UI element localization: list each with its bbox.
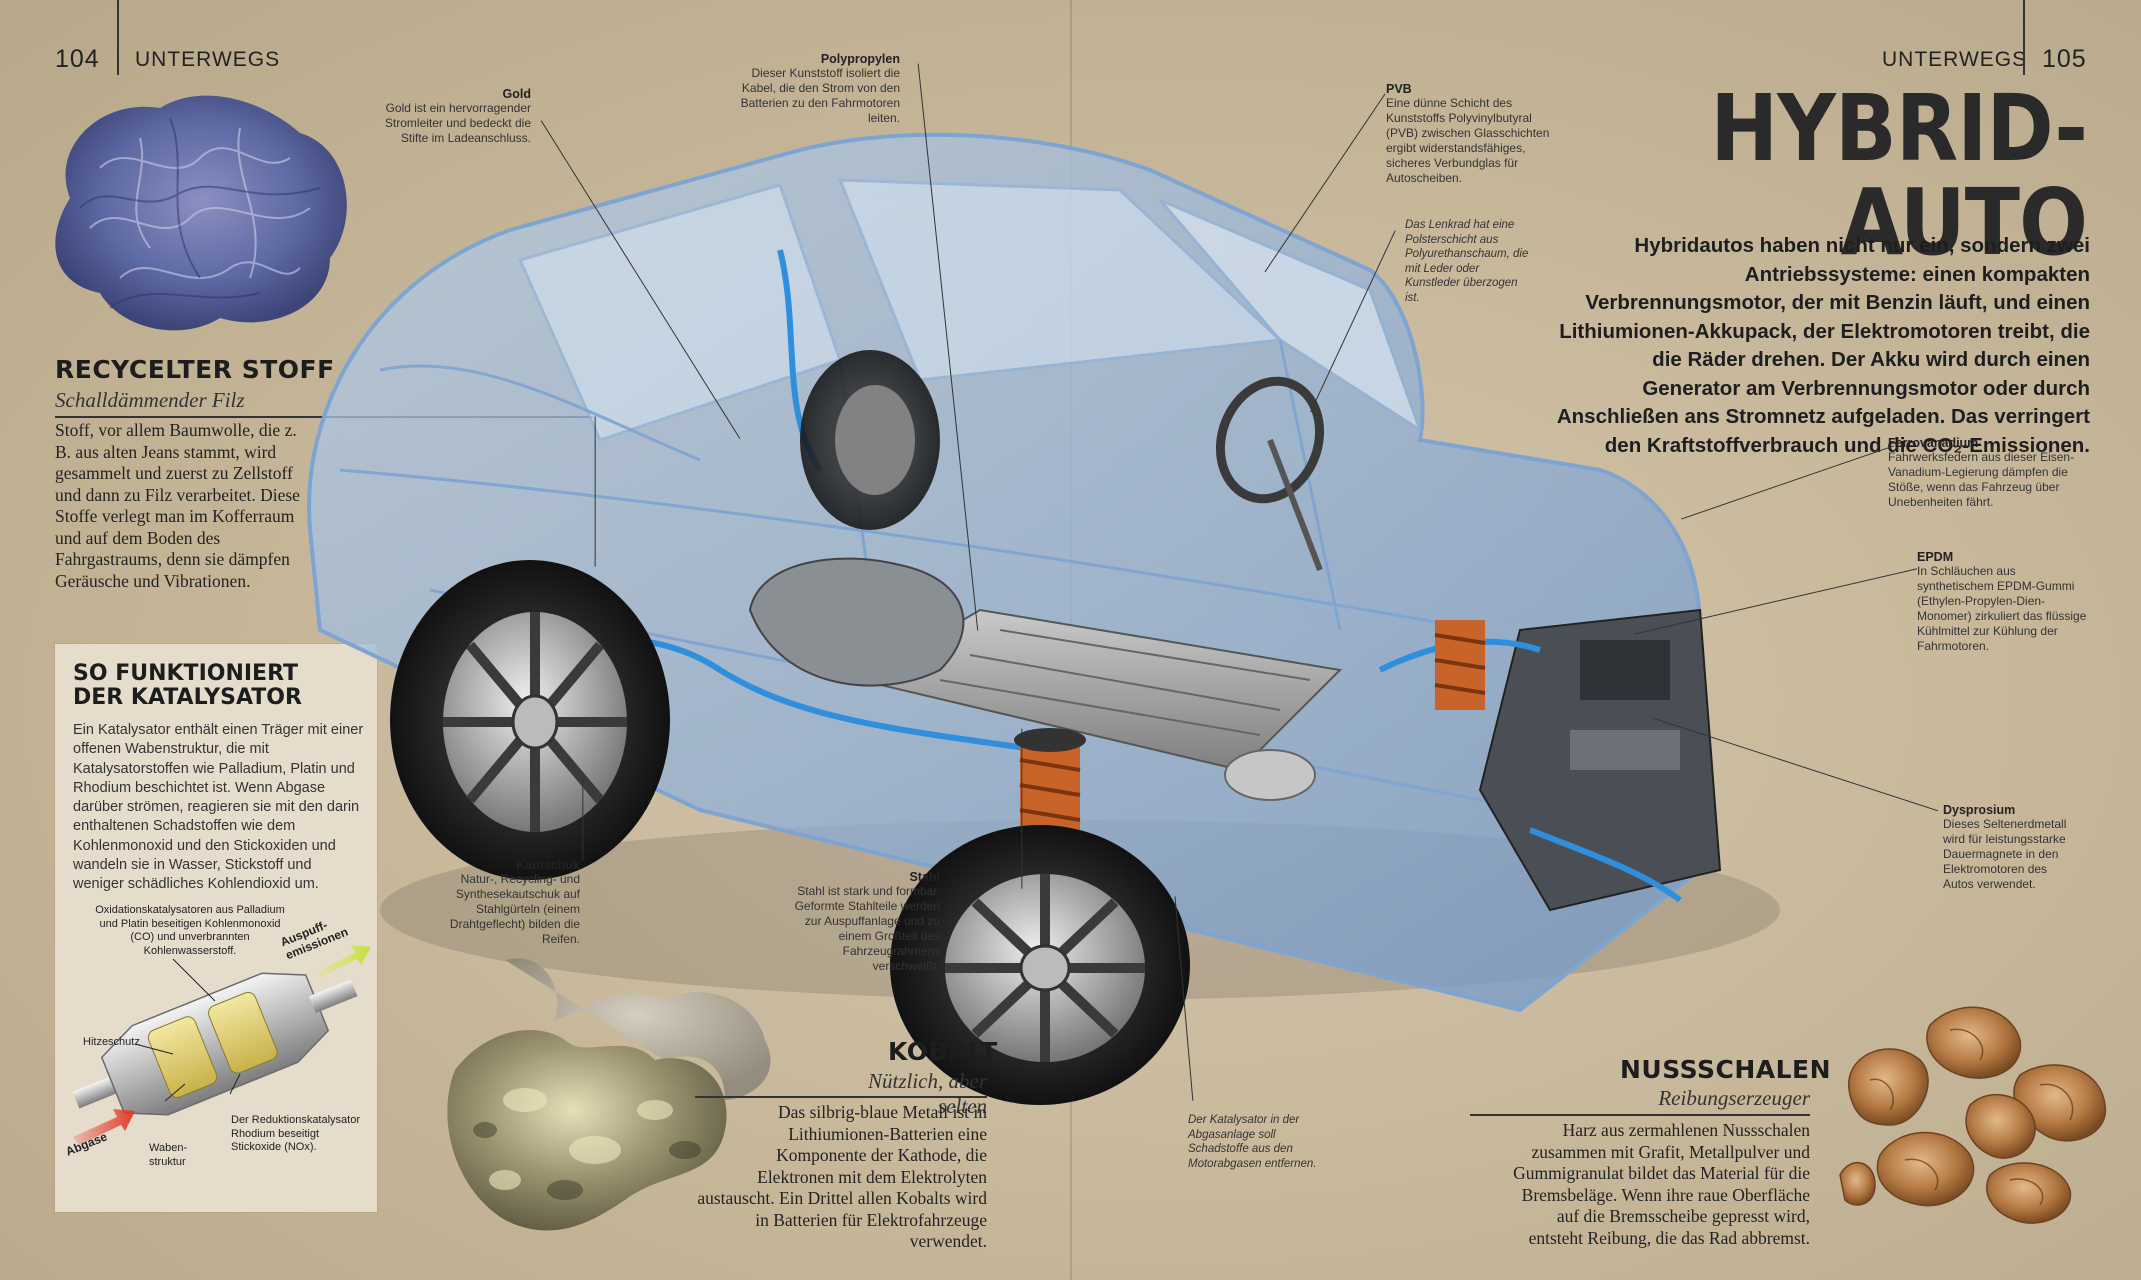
recycled-subtitle: Schalldämmender Filz: [55, 388, 245, 412]
back-inner-wheel: [800, 350, 940, 530]
leader-stahl: [1021, 728, 1023, 889]
kobalt-rule: [695, 1096, 987, 1098]
recycled-title: RECYCELTER STOFF: [55, 355, 335, 384]
running-head-left: UNTERWEGS: [135, 48, 281, 71]
nuss-title: NUSSSCHALEN: [1620, 1055, 1832, 1084]
callout-kautschuk: Kautschuk Natur-, Recycling- und Synthes…: [449, 858, 580, 946]
steering-wheel: [1215, 376, 1325, 572]
diag-heat-shield-label: Hitzeschutz: [83, 1036, 140, 1048]
title-line-1: HYBRID-: [1710, 75, 2088, 182]
header-rule-left: [117, 0, 119, 75]
catalytic-converter: [1224, 749, 1316, 801]
hybrid-car-illustration: [307, 132, 1780, 1105]
nuss-subtitle: Reibungserzeuger: [1658, 1086, 1810, 1110]
callout-stahl: Stahl Stahl ist stark und formbar. Gefor…: [794, 870, 940, 973]
leader-kautschuk: [582, 775, 584, 861]
kobalt-subtitle: Nützlich, aber selten: [868, 1069, 987, 1118]
page-number-left: 104: [55, 45, 100, 73]
callout-gold: Gold Gold ist ein hervorragender Stromle…: [384, 87, 531, 145]
catalyst-box-text: Ein Katalysator enthält einen Träger mit…: [73, 722, 364, 893]
title-line-2: AUTO: [1840, 169, 2088, 276]
rear-spring: [1434, 620, 1486, 710]
callout-steering-wheel: Das Lenkrad hat eine Polsterschicht aus …: [1405, 219, 1529, 304]
callout-epdm: EPDM In Schläuchen aus synthetischem EPD…: [1917, 550, 2087, 653]
battery-pack: [857, 608, 1343, 772]
callout-dysprosium: Dysprosium Dieses Seltenerdmetall wird f…: [1943, 803, 2067, 891]
front-wheel: [890, 825, 1190, 1105]
cobalt-photo: [447, 958, 771, 1231]
page-number-right: 105: [2042, 45, 2087, 73]
kobalt-text: Das silbrig-blaue Metall ist in Lithiumi…: [697, 1102, 987, 1251]
catalyst-title-line-2: DER KATALYSATOR: [73, 685, 302, 710]
callout-pvb: PVB Eine dünne Schicht des Kunststoffs P…: [1386, 82, 1550, 185]
felt-photo: [55, 95, 347, 331]
catalyst-box: SO FUNKTIONIERT DER KATALYSATOR Ein Kata…: [55, 644, 377, 1212]
rear-wheel: [390, 560, 670, 880]
running-head-right: UNTERWEGS: [1882, 48, 2028, 71]
callout-katalysator: Der Katalysator in der Abgasanlage soll …: [1188, 1114, 1317, 1170]
catalyst-diagram: [72, 945, 371, 1145]
fuel-tank: [748, 557, 965, 687]
diag-reduction-label: Der Reduktionskatalysator Rhodium beseit…: [231, 1114, 361, 1153]
recycled-text: Stoff, vor allem Baumwolle, die z. B. au…: [55, 420, 300, 591]
nuss-rule: [1470, 1114, 1810, 1116]
diag-honeycomb-label: Waben-struktur: [149, 1142, 188, 1168]
nutshells-photo: [1839, 1006, 2107, 1224]
catalyst-title-line-1: SO FUNKTIONIERT: [73, 661, 299, 686]
page-title: HYBRID- AUTO: [1710, 82, 2088, 270]
leader-recycled: [594, 416, 596, 567]
callout-ferrovanadium: Ferrovanadium Fahrwerksfedern aus dieser…: [1888, 436, 2075, 509]
callout-polypropylen: Polypropylen Dieser Kunststoff isoliert …: [740, 52, 900, 125]
diag-oxidation-label: Oxidationskatalysatoren aus Palladium un…: [95, 904, 285, 957]
header-rule-right: [2023, 0, 2025, 75]
kobalt-title: KOBALT: [888, 1037, 998, 1066]
catalyst-box-title: SO FUNKTIONIERT DER KATALYSATOR: [73, 662, 302, 710]
intro-paragraph: Hybridautos haben nicht nur ein, sondern…: [1556, 234, 2090, 457]
nuss-text: Harz aus zermahlenen Nussschalen zusamme…: [1513, 1120, 1810, 1248]
